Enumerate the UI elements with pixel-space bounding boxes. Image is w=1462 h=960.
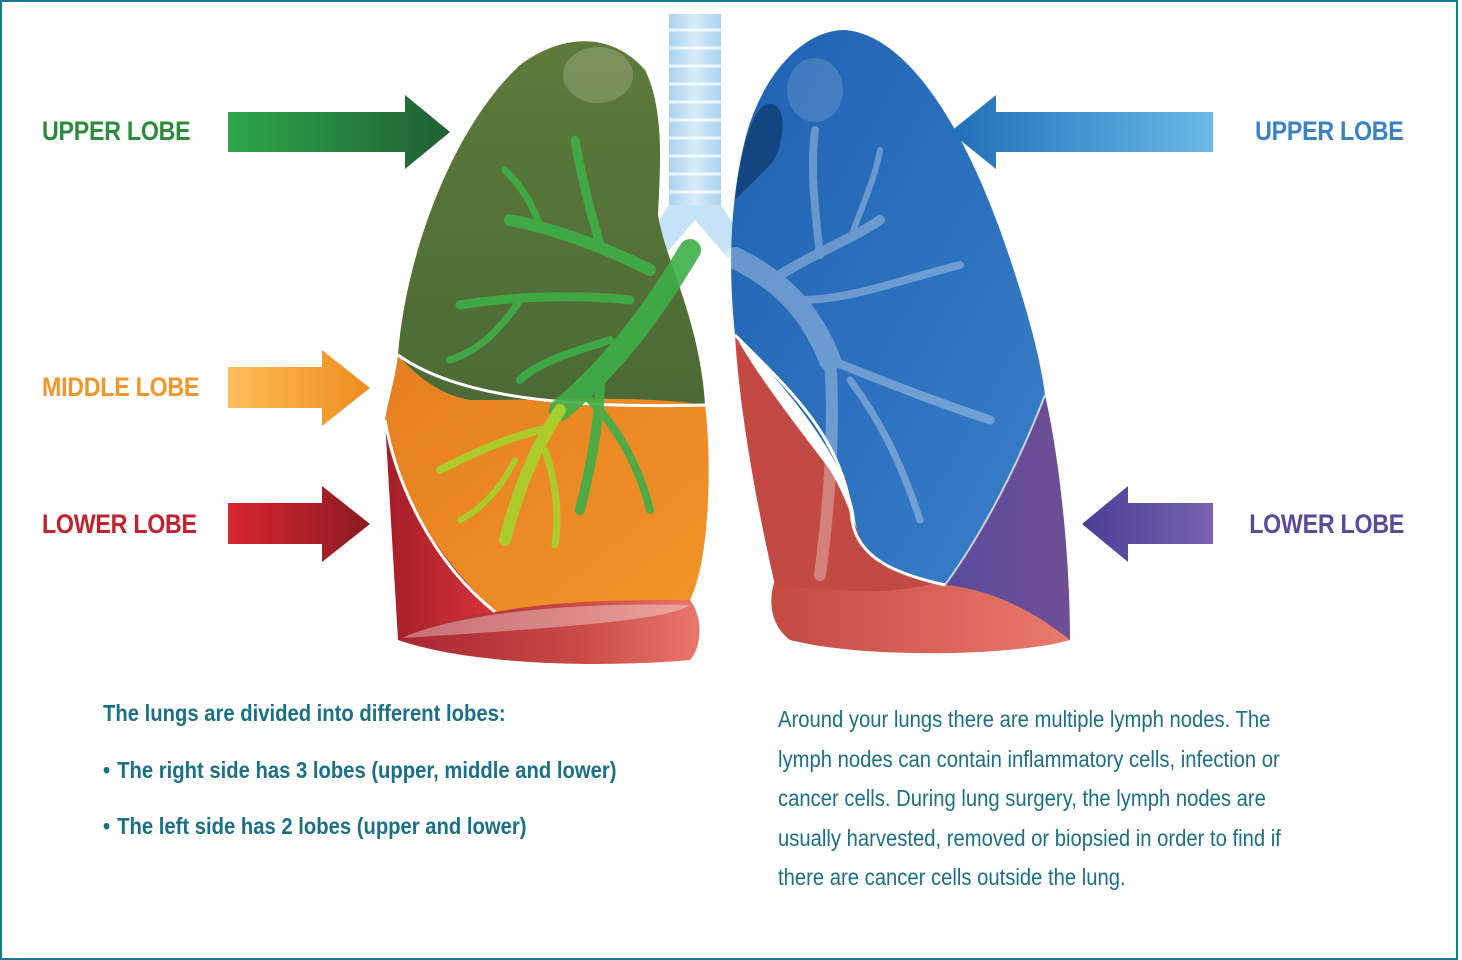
label-right-lung-upper-lobe: UPPER LOBE (42, 116, 190, 147)
bullet-right-side: The right side has 3 lobes (upper, middl… (103, 757, 684, 784)
label-left-lung-lower-lobe: LOWER LOBE (1249, 509, 1404, 540)
lobes-info: The lungs are divided into different lob… (103, 700, 763, 869)
lymph-nodes-paragraph: Around your lungs there are multiple lym… (778, 700, 1418, 898)
lobes-heading: The lungs are divided into different lob… (103, 700, 684, 727)
arrow-right-middle (228, 350, 370, 426)
lobes-bullet-list: The right side has 3 lobes (upper, middl… (103, 757, 763, 840)
paragraph-line: cancer cells. During lung surgery, the l… (778, 779, 1341, 819)
paragraph-line: Around your lungs there are multiple lym… (778, 700, 1341, 740)
label-right-lung-lower-lobe: LOWER LOBE (42, 509, 197, 540)
paragraph-line: there are cancer cells outside the lung. (778, 858, 1341, 898)
arrow-left-lower (1082, 486, 1213, 562)
bullet-left-side: The left side has 2 lobes (upper and low… (103, 813, 684, 840)
label-left-lung-upper-lobe: UPPER LOBE (1256, 116, 1404, 147)
label-right-lung-middle-lobe: MIDDLE LOBE (42, 372, 199, 403)
paragraph-line: lymph nodes can contain inflammatory cel… (778, 740, 1341, 780)
paragraph-line: usually harvested, removed or biopsied i… (778, 819, 1341, 859)
arrow-right-lower (228, 486, 370, 562)
lung-diagram (0, 0, 1462, 680)
arrow-left-upper (950, 95, 1213, 169)
arrow-right-upper (228, 95, 450, 169)
